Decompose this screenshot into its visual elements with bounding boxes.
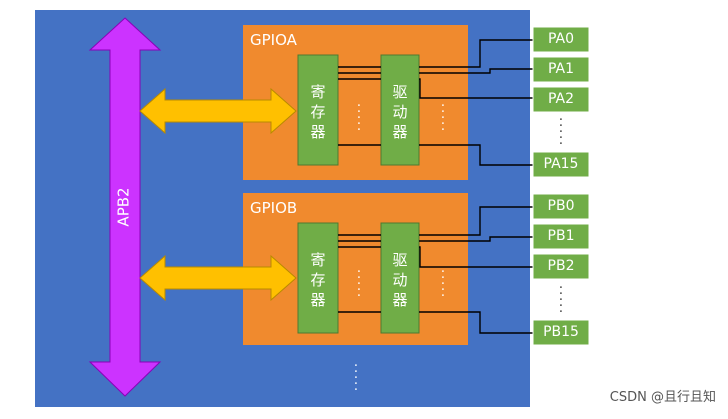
pin-label-pa2: PA2 xyxy=(547,91,575,107)
gpiob-internal-wires xyxy=(338,234,381,313)
gpiob-title: GPIOB xyxy=(250,199,298,217)
gpiob-pins-ellipsis: ····· xyxy=(558,281,564,320)
pin-label-pa0: PA0 xyxy=(547,31,575,47)
pin-label-pa15: PA15 xyxy=(543,156,579,172)
gpioa-driver-label: 驱 动 器 xyxy=(385,82,415,142)
pin-box-pa15 xyxy=(532,151,590,178)
gpioa-pins-ellipsis: ····· xyxy=(558,113,564,152)
driver-char: 器 xyxy=(392,291,408,309)
gpioa-title: GPIOA xyxy=(250,31,297,49)
watermark: CSDN @且行且知 xyxy=(609,390,716,405)
apb2-bus-arrow xyxy=(88,17,162,397)
pin-label-pb0: PB0 xyxy=(547,198,575,214)
pin-label-pb1: PB1 xyxy=(547,228,575,244)
driver-char: 动 xyxy=(392,103,408,121)
register-char: 器 xyxy=(310,291,326,309)
pin-box-pa1 xyxy=(532,56,590,83)
gpioa-driver-block xyxy=(380,54,420,166)
gpiob-driver-ellipsis: ····· xyxy=(440,265,446,304)
gpioa-driver-ellipsis: ····· xyxy=(440,99,446,138)
pin-box-pa0 xyxy=(532,26,590,53)
gpiob-driver-label: 驱 动 器 xyxy=(385,250,415,310)
pin-box-pb2 xyxy=(532,253,590,280)
gpioa-register-block xyxy=(297,54,339,166)
register-char: 存 xyxy=(310,103,326,121)
driver-char: 驱 xyxy=(392,251,408,269)
gpioa-pin-wires xyxy=(419,39,533,166)
pin-box-pa2 xyxy=(532,86,590,113)
register-char: 存 xyxy=(310,271,326,289)
gpioa-bus-arrow xyxy=(139,87,297,135)
pin-box-pb15 xyxy=(532,319,590,346)
bottom-strip xyxy=(0,407,728,415)
apb2-label: APB2 xyxy=(114,187,133,227)
pin-box-pb0 xyxy=(532,193,590,220)
gpiob-register-ellipsis: ····· xyxy=(356,265,362,304)
gpioa-register-ellipsis: ····· xyxy=(356,99,362,138)
driver-char: 动 xyxy=(392,271,408,289)
gpiob-driver-block xyxy=(380,222,420,334)
gpiob-bus-arrow xyxy=(139,254,297,302)
gpioa-internal-wires xyxy=(338,66,381,146)
gpiob-pin-wires xyxy=(419,206,533,334)
pin-label-pb15: PB15 xyxy=(543,324,579,340)
pin-label-pa1: PA1 xyxy=(547,61,575,77)
register-char: 寄 xyxy=(310,251,326,269)
more-gpio-ellipsis: ····· xyxy=(353,359,359,398)
pin-box-pb1 xyxy=(532,223,590,250)
driver-char: 驱 xyxy=(392,83,408,101)
driver-char: 器 xyxy=(392,123,408,141)
register-char: 寄 xyxy=(310,83,326,101)
gpioa-register-label: 寄 存 器 xyxy=(303,82,333,142)
pin-label-pb2: PB2 xyxy=(547,258,575,274)
gpiob-register-label: 寄 存 器 xyxy=(303,250,333,310)
register-char: 器 xyxy=(310,123,326,141)
gpiob-register-block xyxy=(297,222,339,334)
